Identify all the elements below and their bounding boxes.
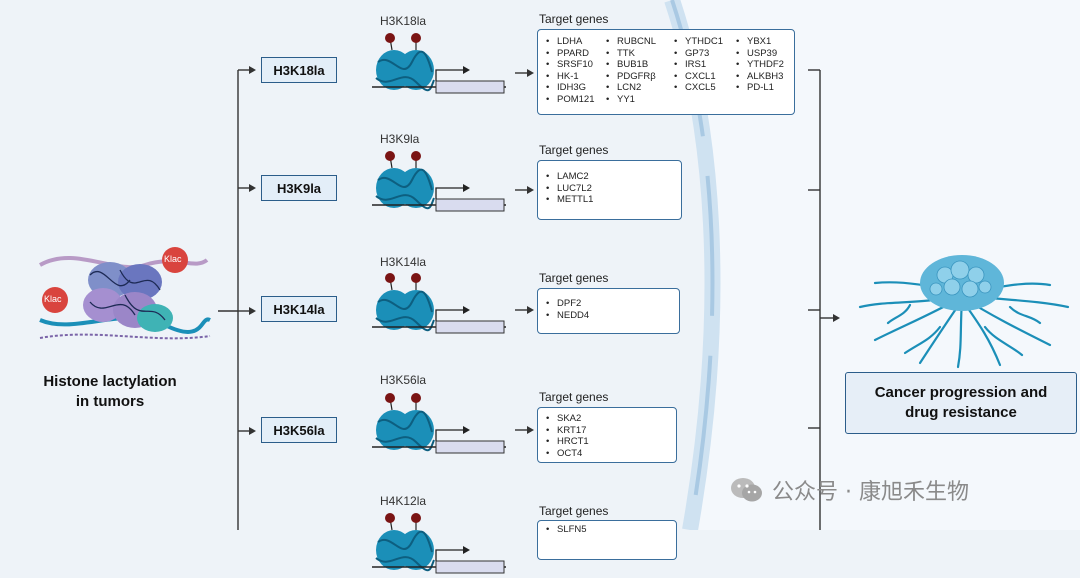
left-title: Histone lactylation in tumors: [30, 372, 190, 412]
gene-item: IRS1: [674, 59, 723, 71]
gene-item: CXCL5: [674, 82, 723, 94]
gene-item: NEDD4: [546, 310, 589, 322]
mark-label-4: H4K12la: [380, 494, 427, 508]
gene-item: METTL1: [546, 194, 593, 206]
mark-label-0: H3K18la: [380, 14, 427, 28]
gene-list: LAMC2LUC7L2METTL1: [546, 171, 593, 206]
mark-box-0: H3K18la: [261, 57, 337, 83]
gene-item: CXCL1: [674, 71, 723, 83]
gene-item: USP39: [736, 48, 784, 60]
gene-item: TTK: [606, 48, 656, 60]
gene-item: IDH3G: [546, 82, 595, 94]
arrowheads: [249, 66, 840, 435]
gene-item: YY1: [606, 94, 656, 106]
target-genes-title-0: Target genes: [539, 12, 609, 26]
mark-label-2: H3K14la: [380, 255, 427, 269]
gene-item: OCT4: [546, 448, 589, 460]
nucleosome-illustration: [39, 247, 211, 340]
gene-arrows: [515, 72, 528, 431]
gene-box-0: LDHAPPARDSRSF10HK-1IDH3GPOM121RUBCNLTTKB…: [537, 29, 795, 115]
gene-list: YTHDC1GP73IRS1CXCL1CXCL5: [674, 36, 723, 94]
nucleosome-gene-icon-4: [372, 513, 506, 574]
mark-box-2: H3K14la: [261, 296, 337, 322]
gene-list: DPF2NEDD4: [546, 298, 589, 321]
gene-item: LAMC2: [546, 171, 593, 183]
gene-item: YTHDC1: [674, 36, 723, 48]
nucleosome-gene-icon-3: [372, 393, 506, 454]
gene-list: YBX1USP39YTHDF2ALKBH3PD-L1: [736, 36, 784, 94]
branch-lines: [218, 69, 834, 530]
gene-box-2: DPF2NEDD4: [537, 288, 680, 334]
gene-item: PPARD: [546, 48, 595, 60]
nucleosome-gene-icon-2: [372, 273, 506, 334]
gene-item: POM121: [546, 94, 595, 106]
wechat-icon: [731, 478, 762, 502]
gene-item: HRCT1: [546, 436, 589, 448]
target-genes-title-2: Target genes: [539, 271, 609, 285]
gene-item: SKA2: [546, 413, 589, 425]
gene-item: SRSF10: [546, 59, 595, 71]
gene-item: DPF2: [546, 298, 589, 310]
klac-label: Klac: [164, 254, 182, 264]
gene-item: KRT17: [546, 425, 589, 437]
watermark: 公众号 · 康旭禾生物: [730, 474, 969, 506]
nucleosome-gene-icon-1: [372, 151, 506, 212]
gene-list: SKA2KRT17HRCT1OCT4: [546, 413, 589, 459]
mark-box-3: H3K56la: [261, 417, 337, 443]
gene-item: YTHDF2: [736, 59, 784, 71]
gene-item: YBX1: [736, 36, 784, 48]
gene-item: ALKBH3: [736, 71, 784, 83]
tumor-icon: [858, 255, 1070, 369]
klac-label: Klac: [44, 294, 62, 304]
gene-box-4: SLFN5: [537, 520, 677, 560]
gene-list: LDHAPPARDSRSF10HK-1IDH3GPOM121: [546, 36, 595, 106]
gene-item: LCN2: [606, 82, 656, 94]
klac-marker-right: [162, 247, 188, 273]
gene-box-3: SKA2KRT17HRCT1OCT4: [537, 407, 677, 463]
gene-item: PDGFRβ: [606, 71, 656, 83]
gene-item: LDHA: [546, 36, 595, 48]
target-genes-title-4: Target genes: [539, 504, 609, 518]
klac-marker-left: [42, 287, 68, 313]
gene-item: HK-1: [546, 71, 595, 83]
gene-list: RUBCNLTTKBUB1BPDGFRβLCN2YY1: [606, 36, 656, 106]
mark-label-1: H3K9la: [380, 132, 420, 146]
gene-item: LUC7L2: [546, 183, 593, 195]
gene-item: PD-L1: [736, 82, 784, 94]
mark-label-3: H3K56la: [380, 373, 427, 387]
outcome-box: Cancer progression and drug resistance: [845, 372, 1077, 434]
left-title-text: Histone lactylation in tumors: [43, 373, 177, 410]
gene-item: RUBCNL: [606, 36, 656, 48]
watermark-text: 公众号 · 康旭禾生物: [772, 480, 969, 505]
mark-box-1: H3K9la: [261, 175, 337, 201]
gene-item: GP73: [674, 48, 723, 60]
target-genes-title-1: Target genes: [539, 143, 609, 157]
nucleosome-gene-icon-0: [372, 33, 506, 94]
gene-box-1: LAMC2LUC7L2METTL1: [537, 160, 682, 220]
target-genes-title-3: Target genes: [539, 390, 609, 404]
gene-item: BUB1B: [606, 59, 656, 71]
outcome-text: Cancer progression and drug resistance: [874, 384, 1048, 421]
